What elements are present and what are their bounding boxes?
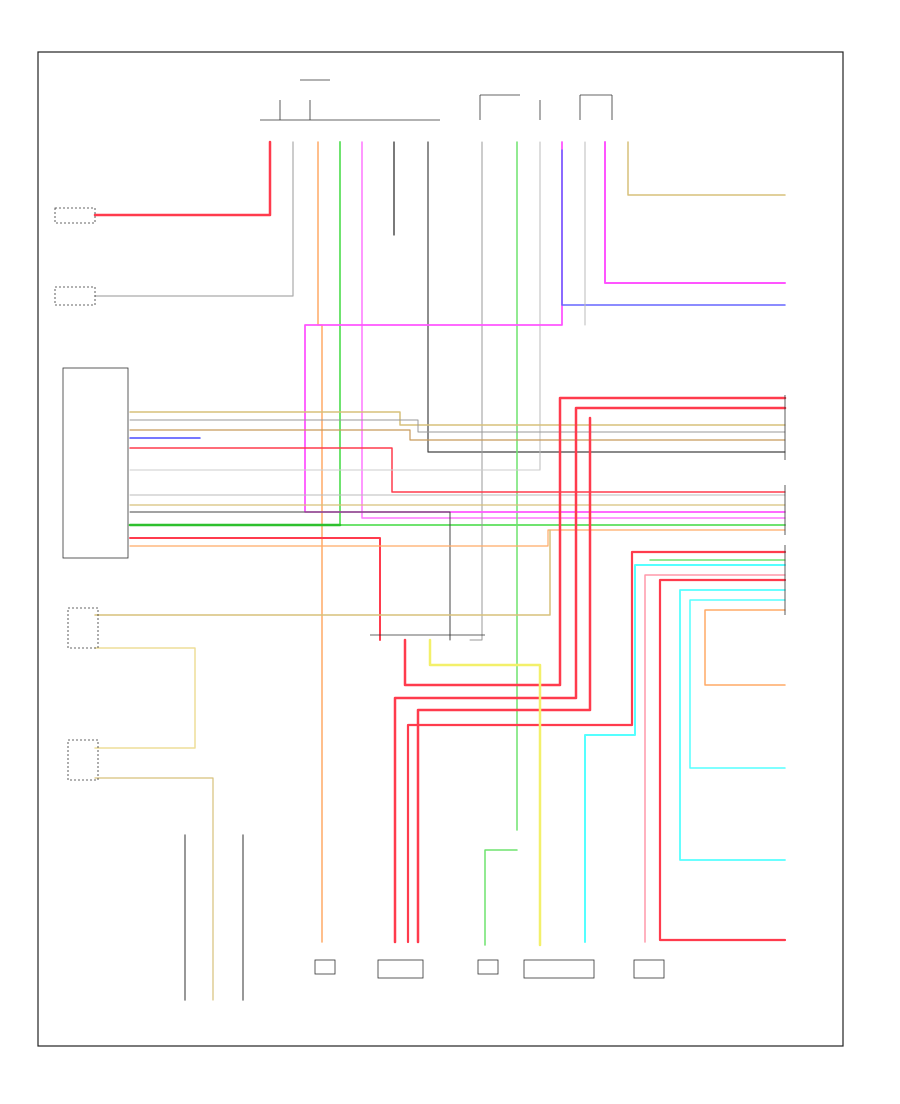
- top-connector-right: [579, 94, 613, 120]
- wire-cyan-2: [679, 589, 786, 861]
- left-control-module: [62, 367, 129, 559]
- wire-black-bus: [129, 511, 451, 641]
- wire-yellow: [428, 638, 542, 947]
- wire-pink-right: [644, 574, 786, 943]
- wire-tan-top-right: [627, 141, 786, 196]
- component-left-mid: [67, 607, 99, 649]
- component-top-left-2: [54, 286, 96, 306]
- wire-orange-right: [704, 609, 786, 686]
- wire-red-bus-2: [129, 537, 381, 641]
- top-connector-left: [260, 79, 440, 121]
- wire-tan-bus-1: [129, 411, 786, 426]
- bottom-component-3: [633, 959, 665, 979]
- wire-green-2: [484, 141, 518, 946]
- bottom-component-1: [377, 959, 424, 979]
- wire-red-right-2: [393, 406, 787, 944]
- wire-blue: [561, 149, 786, 306]
- wire-gray-bus-1: [129, 419, 786, 433]
- wire-tan-left-mid: [94, 529, 551, 616]
- bottom-component-5: [477, 959, 499, 975]
- wire-black-2: [427, 141, 786, 453]
- wire-gray-2: [469, 141, 483, 641]
- wire-red-top-left: [93, 140, 272, 217]
- wire-orange-bus: [129, 529, 786, 547]
- wire-red-right-5: [658, 578, 787, 942]
- wire-cyan-3: [689, 599, 786, 769]
- wire-tan-lower-left: [94, 777, 214, 1001]
- component-top-left-1: [54, 207, 96, 224]
- wire-layer: [93, 140, 787, 1001]
- wire-gray-top-left: [94, 141, 294, 297]
- component-left-lower: [67, 739, 99, 781]
- diagram-border: [37, 51, 844, 1047]
- bottom-component-4: [314, 959, 336, 975]
- wire-magenta-1: [361, 141, 786, 519]
- wire-red-right-1: [403, 396, 787, 687]
- bottom-component-2: [523, 959, 595, 979]
- component-layer: [54, 79, 786, 979]
- wire-tan-left-loop: [94, 647, 196, 749]
- top-connector-mid: [479, 94, 541, 120]
- wire-cyan-1: [584, 564, 786, 943]
- wire-magenta-3: [604, 141, 786, 284]
- wire-red-right-4: [406, 550, 787, 944]
- wire-red-right-3: [416, 416, 592, 944]
- wire-brown-bus: [129, 429, 786, 441]
- wire-magenta-2: [304, 141, 786, 513]
- wire-orange-main: [317, 141, 323, 943]
